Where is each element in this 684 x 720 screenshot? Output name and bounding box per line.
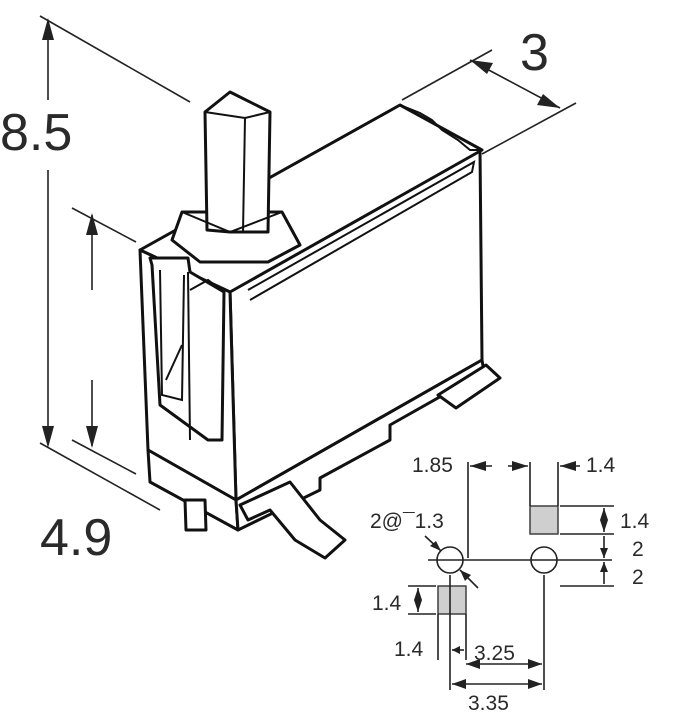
hole-distance-label: 3.25: [474, 642, 515, 665]
pad-bottom-left: [437, 585, 467, 615]
spacing-upper-label: 2: [632, 538, 644, 561]
switch-actuator: [170, 90, 302, 264]
depth-label: 4.9: [40, 509, 112, 567]
height-label: 8.5: [0, 104, 72, 162]
width-label: 3: [520, 24, 549, 82]
pad-width-bottom-label: 1.4: [394, 638, 424, 661]
overall-label: 3.35: [468, 692, 509, 715]
pad-height-right-label: 1.4: [620, 510, 650, 533]
travel-dimension: [71, 207, 137, 475]
pad-size-top-label: 1.4: [586, 454, 616, 477]
pitch-label: 1.85: [412, 454, 453, 477]
pcb-footprint: [408, 461, 614, 690]
pad-top-right: [529, 505, 559, 535]
pad-height-left-label: 1.4: [372, 592, 402, 615]
height-dimension: [39, 15, 191, 511]
width-dimension: [401, 49, 577, 155]
hole-spec-label: 2@¯1.3: [370, 510, 444, 533]
switch-body: [138, 103, 502, 560]
spacing-lower-label: 2: [632, 566, 644, 589]
